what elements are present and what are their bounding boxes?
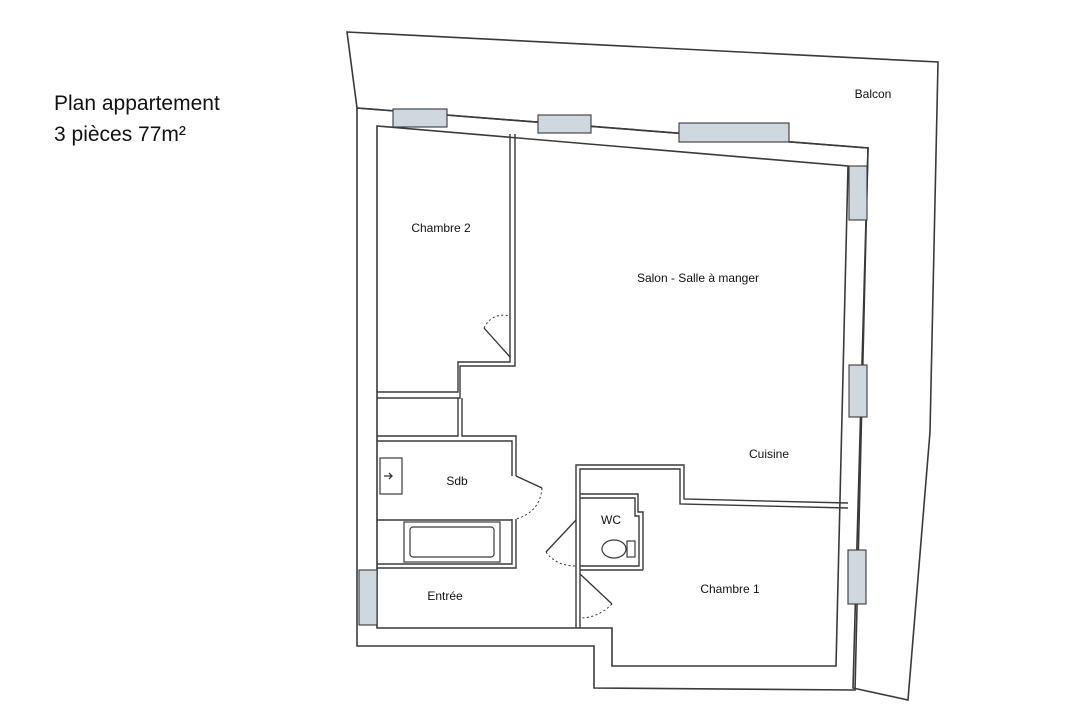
toilet	[601, 539, 627, 559]
room-label-chambre-1: Chambre 1	[700, 582, 760, 596]
chambre-2-wall	[377, 134, 511, 393]
exterior-wall-outer	[356, 107, 869, 691]
room-label-sdb: Sdb	[446, 474, 468, 488]
toilet-tank	[626, 540, 636, 558]
sdb-door-swing	[515, 487, 543, 520]
sdb-wall	[461, 398, 517, 476]
window	[678, 122, 790, 143]
wc-door-swing	[545, 551, 577, 567]
chambre-2-door-swing	[483, 314, 511, 329]
window	[847, 549, 867, 605]
plan-title-line-2: 3 pièces 77m²	[54, 123, 186, 146]
window	[358, 569, 378, 626]
cuisine-wc-wall	[579, 468, 849, 570]
window	[848, 364, 868, 418]
chambre-1-door-swing	[579, 603, 613, 619]
sdb-wall	[377, 440, 513, 476]
chambre-1-door	[579, 573, 613, 605]
room-label-wc: WC	[601, 513, 621, 527]
room-label-chambre-2: Chambre 2	[411, 221, 471, 235]
bathtub-basin	[409, 526, 495, 558]
window	[848, 165, 868, 221]
wc-door	[545, 519, 577, 553]
sdb-wall	[377, 519, 513, 565]
plan-title-line-1: Plan appartement	[54, 92, 220, 115]
sdb-door	[515, 475, 543, 489]
chambre-2-door	[483, 327, 511, 358]
window	[392, 108, 448, 128]
room-label-balcon: Balcon	[855, 87, 892, 101]
sdb-wall	[377, 519, 517, 569]
cuisine-wc-wall	[575, 464, 849, 570]
sdb-wall	[377, 398, 459, 437]
room-label-salon: Salon - Salle à manger	[637, 271, 759, 285]
chambre-2-wall	[377, 134, 516, 399]
exterior-wall-inner	[376, 125, 849, 667]
wc-wall	[580, 497, 640, 567]
wc-wall	[580, 493, 644, 570]
room-label-entree: Entrée	[427, 589, 463, 603]
window	[537, 114, 592, 134]
sink-tap	[384, 472, 393, 480]
plan-title: Plan appartement 3 pièces 77m²	[54, 88, 220, 150]
room-label-cuisine: Cuisine	[749, 447, 789, 461]
